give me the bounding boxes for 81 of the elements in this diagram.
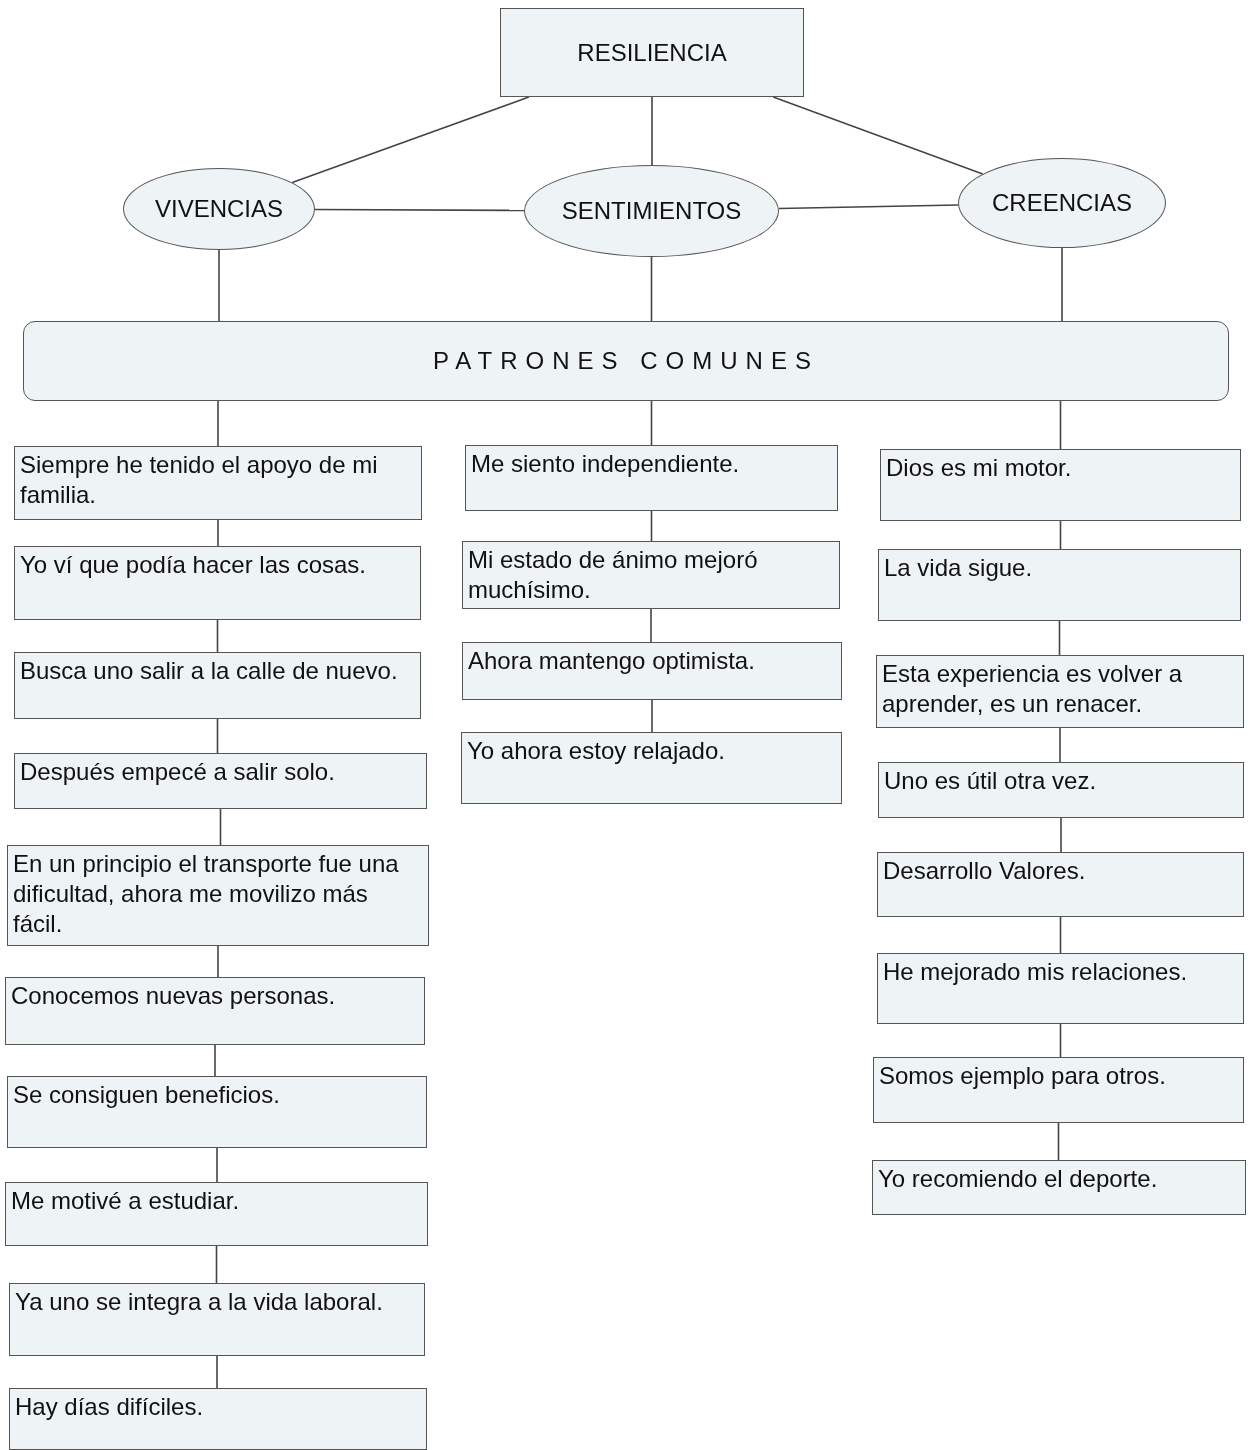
statement-box xyxy=(5,977,425,1045)
node-text: CREENCIAS xyxy=(992,188,1132,218)
node-text: Somos ejemplo para otros. xyxy=(879,1062,1166,1089)
node-text: Me siento independiente. xyxy=(471,450,740,477)
statement-box xyxy=(461,732,842,804)
statement-box xyxy=(465,445,838,511)
connector-line xyxy=(216,619,219,653)
statement-box xyxy=(7,1076,427,1148)
connector-line xyxy=(1059,520,1062,550)
connector-line xyxy=(1059,916,1062,954)
connector-line xyxy=(772,96,984,175)
connector-line xyxy=(651,96,653,166)
connector-line xyxy=(1059,1023,1062,1058)
node-text: Yo ví que podía hacer las cosas. xyxy=(20,551,366,578)
connector-line xyxy=(650,608,652,643)
node-text: Mi estado de ánimo mejoró muchísimo. xyxy=(468,546,758,603)
statement-box xyxy=(9,1388,427,1450)
connector-line xyxy=(215,1245,218,1284)
connector-line xyxy=(778,204,959,210)
statement-box xyxy=(14,546,421,620)
connector-line xyxy=(214,1044,216,1077)
statement-box xyxy=(876,655,1244,728)
connector-line xyxy=(1061,247,1063,322)
statement-box xyxy=(5,1182,428,1246)
node-text: Dios es mi motor. xyxy=(886,454,1072,481)
node-text: Hay días difíciles. xyxy=(15,1393,204,1420)
node-text: He mejorado mis relaciones. xyxy=(883,958,1188,985)
connector-line xyxy=(1059,727,1061,763)
statement-box xyxy=(877,852,1244,917)
statement-box xyxy=(880,449,1241,521)
statement-box xyxy=(462,642,842,700)
node-text: RESILIENCIA xyxy=(577,37,727,68)
node-text: Después empecé a salir solo. xyxy=(20,758,335,785)
connector-line xyxy=(291,96,530,184)
concept-box xyxy=(500,8,804,97)
node-text: Ahora mantengo optimista. xyxy=(468,647,755,674)
statement-box xyxy=(14,652,421,719)
node-text: Desarrollo Valores. xyxy=(883,857,1086,884)
connector-line xyxy=(1058,620,1061,656)
statement-box xyxy=(14,753,427,809)
statement-box xyxy=(878,762,1244,818)
connector-line xyxy=(216,718,219,754)
connector-line xyxy=(216,1355,218,1389)
node-text: Busca uno salir a la calle de nuevo. xyxy=(20,657,398,684)
statement-box xyxy=(14,446,422,520)
connector-line xyxy=(651,699,653,733)
statement-box xyxy=(7,845,429,946)
connector-line xyxy=(1059,400,1062,450)
node-text: En un principio el transporte fue una dificultad, ahora me movilizo más fácil. xyxy=(13,850,399,937)
connector-line xyxy=(216,1147,218,1183)
node-text: Yo recomiendo el deporte. xyxy=(878,1165,1158,1192)
statement-box xyxy=(9,1283,425,1356)
connector-line xyxy=(217,519,219,547)
node-text: Uno es útil otra vez. xyxy=(884,767,1097,794)
node-text: Siempre he tenido el apoyo de mi familia. xyxy=(20,451,378,508)
node-text: Se consiguen beneficios. xyxy=(13,1081,280,1108)
connector-line xyxy=(217,400,219,447)
node-text: Conocemos nuevas personas. xyxy=(11,982,336,1009)
connector-line xyxy=(1060,817,1062,853)
statement-box xyxy=(878,549,1241,621)
node-text: PATRONES COMUNES xyxy=(433,346,819,376)
connector-line xyxy=(650,510,653,542)
category-band xyxy=(23,321,1229,401)
connector-line xyxy=(1057,1122,1060,1161)
node-text: Yo ahora estoy relajado. xyxy=(467,737,725,764)
node-text: Me motivé a estudiar. xyxy=(11,1187,240,1214)
statement-box xyxy=(877,953,1244,1024)
node-text: Ya uno se integra a la vida laboral. xyxy=(15,1288,383,1315)
connector-line xyxy=(217,945,219,978)
node-text: VIVENCIAS xyxy=(154,194,283,224)
connector-line xyxy=(650,256,653,322)
statement-box xyxy=(872,1160,1246,1215)
node-text: Esta experiencia es volver a aprender, es un renacer. xyxy=(882,660,1183,717)
node-text: La vida sigue. xyxy=(884,554,1033,581)
connector-line xyxy=(218,249,220,322)
connector-line xyxy=(650,400,653,446)
statement-box xyxy=(873,1057,1244,1123)
connector-line xyxy=(314,208,525,212)
connector-line xyxy=(219,808,222,846)
statement-box xyxy=(462,541,840,609)
node-text: SENTIMIENTOS xyxy=(561,196,742,226)
